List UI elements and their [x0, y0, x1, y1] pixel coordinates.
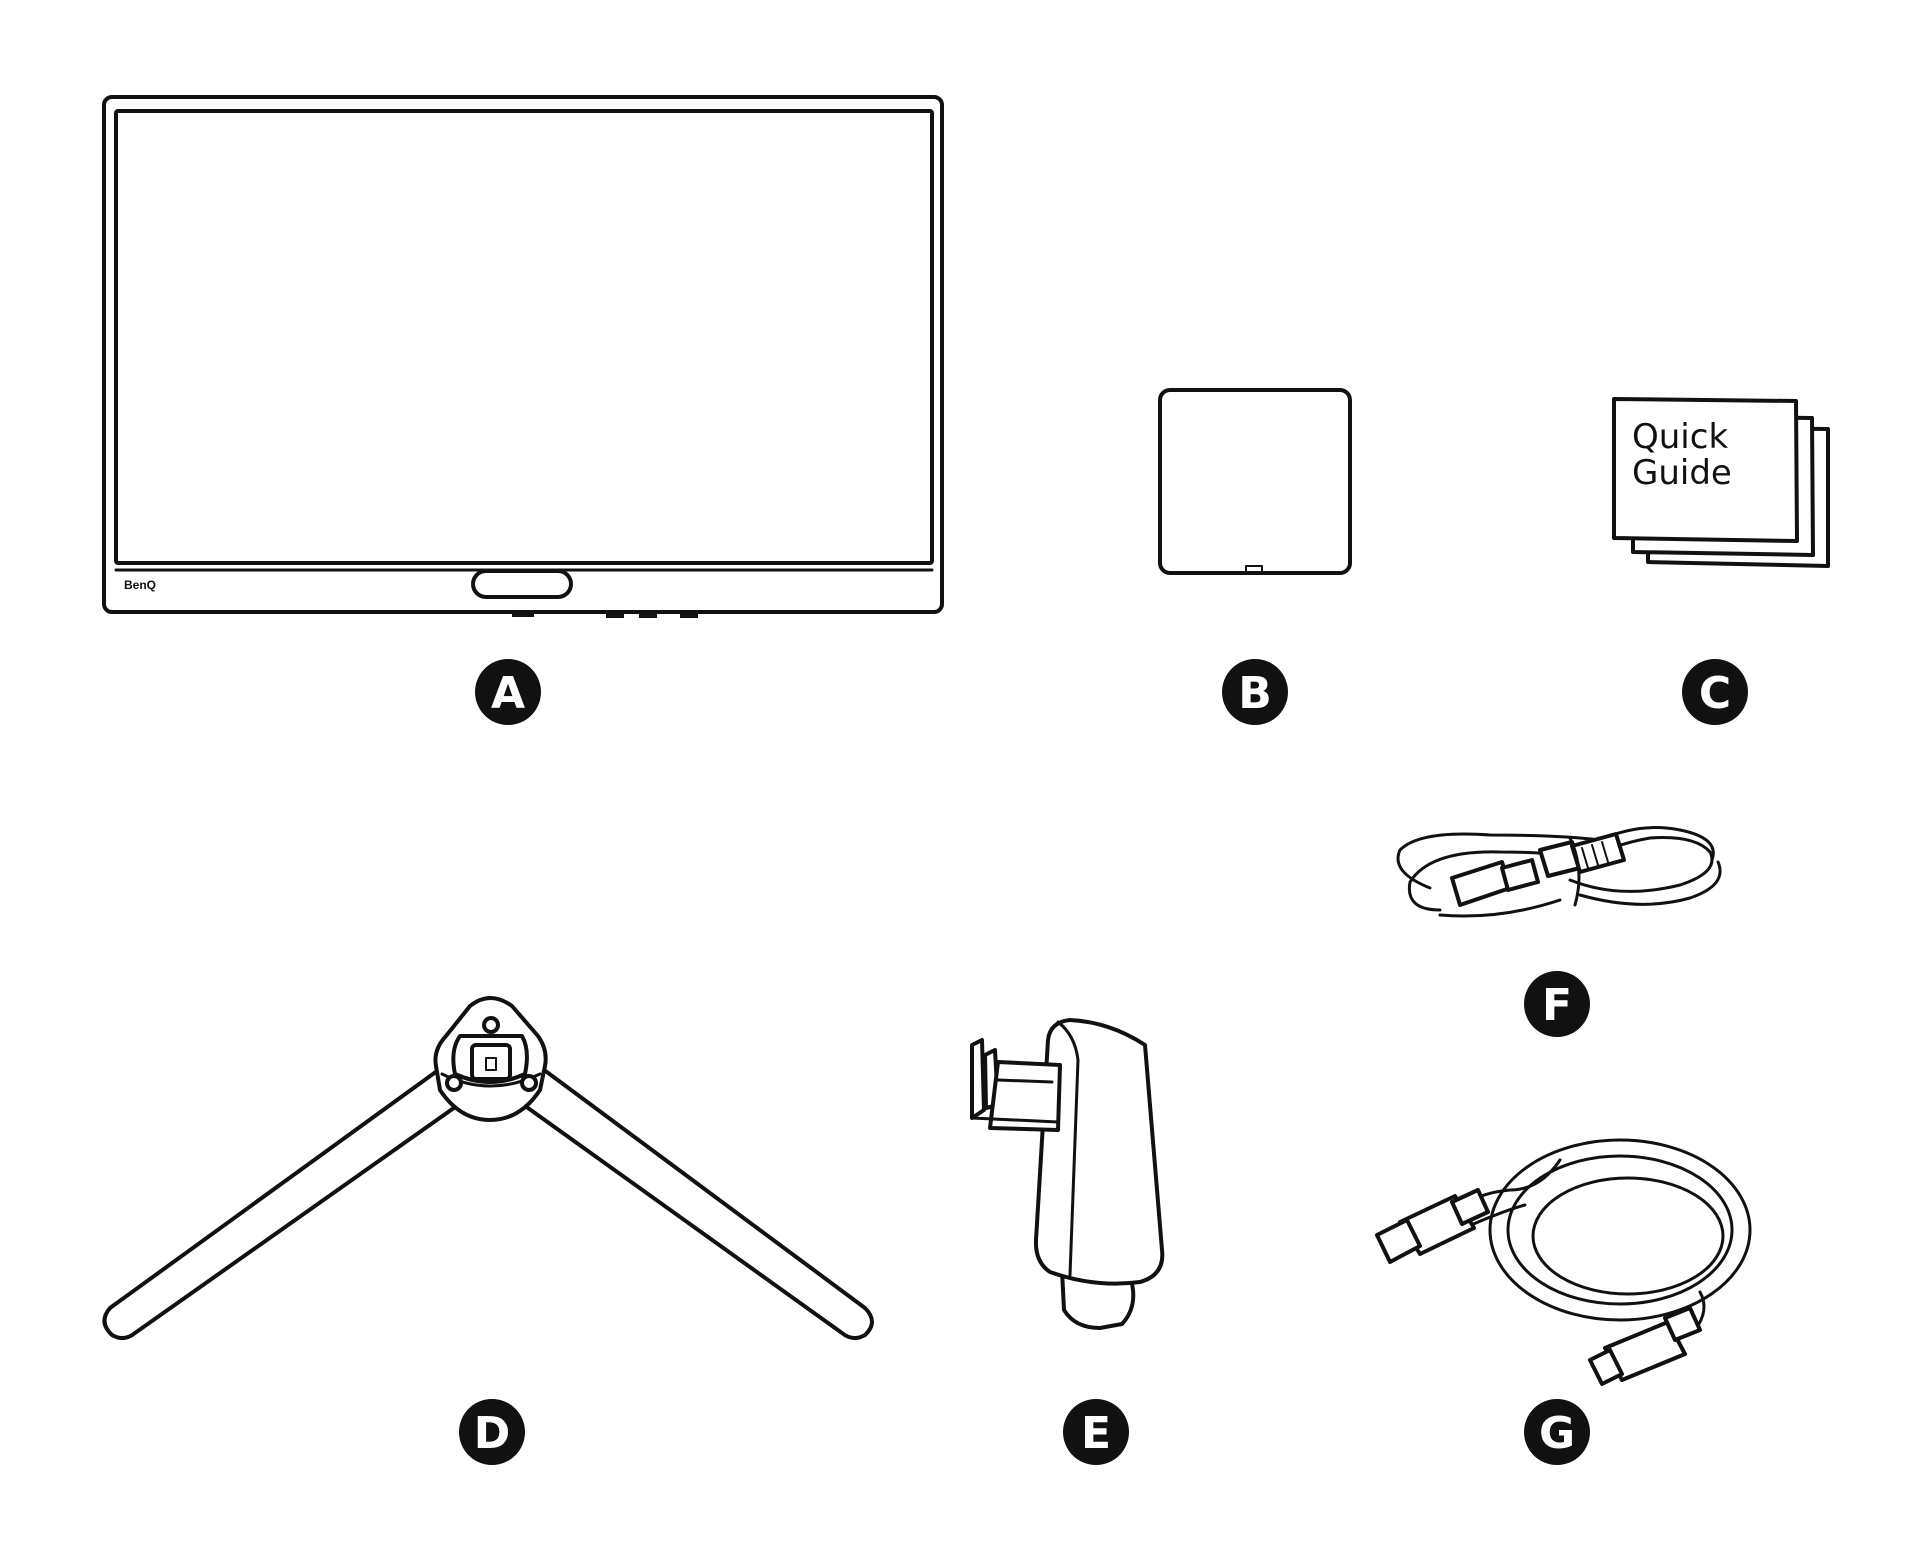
label-g-text: G: [1539, 1408, 1575, 1459]
label-a: A: [475, 659, 541, 725]
label-e-text: E: [1081, 1408, 1111, 1459]
stand-base-illustration: [102, 996, 874, 1340]
label-c: C: [1682, 659, 1748, 725]
label-g: G: [1524, 1399, 1590, 1465]
label-a-text: A: [491, 668, 525, 719]
label-c-text: C: [1699, 668, 1731, 719]
cloth-illustration: [1158, 388, 1352, 575]
monitor-brand: BenQ: [124, 578, 156, 592]
video-cable-illustration: [1375, 1138, 1752, 1386]
quick-guide-illustration: Quick Guide: [1612, 397, 1830, 568]
label-f: F: [1524, 971, 1590, 1037]
label-d: D: [459, 1399, 525, 1465]
power-cord-illustration: [1396, 826, 1722, 918]
label-b-text: B: [1238, 668, 1272, 719]
guide-text-line-2: Guide: [1632, 453, 1732, 493]
monitor-illustration: BenQ: [102, 95, 944, 618]
label-b: B: [1222, 659, 1288, 725]
guide-text-line-1: Quick: [1632, 417, 1728, 457]
label-f-text: F: [1542, 980, 1572, 1031]
label-d-text: D: [474, 1408, 511, 1459]
stand-neck-illustration: [970, 1018, 1165, 1330]
label-e: E: [1063, 1399, 1129, 1465]
